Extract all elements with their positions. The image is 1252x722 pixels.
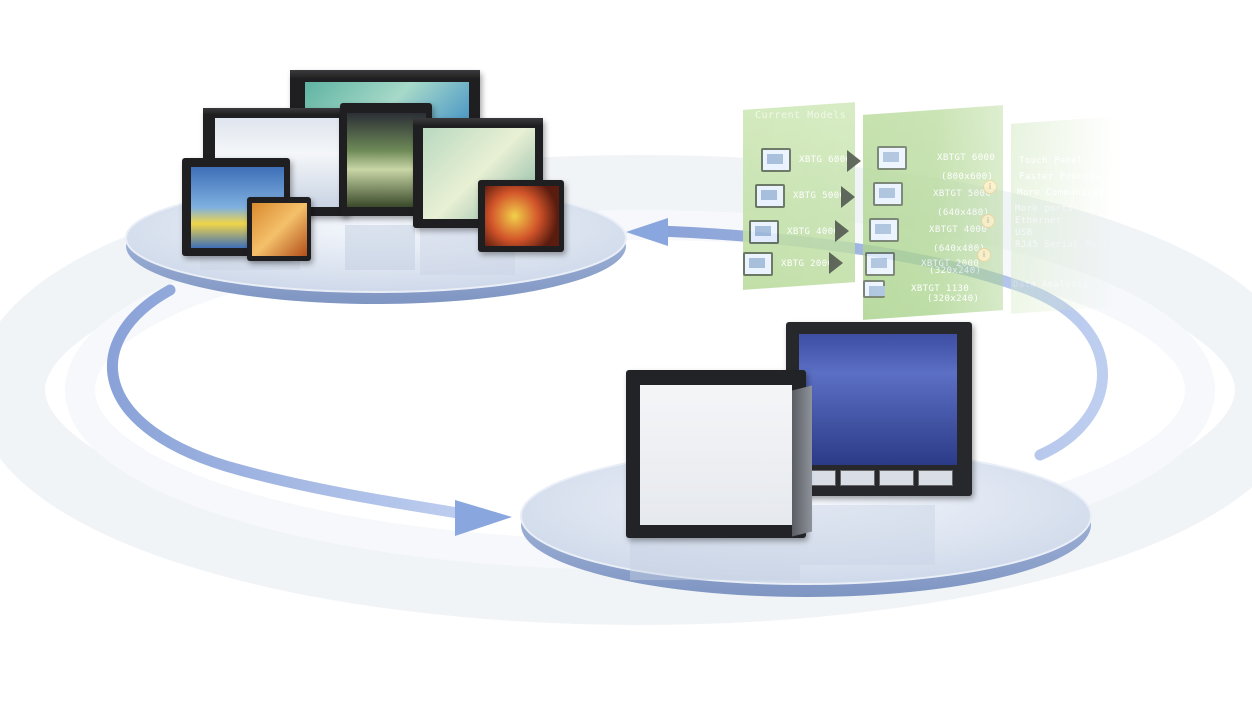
- resolution-label: (320x240): [927, 294, 980, 304]
- info-icon: i: [981, 214, 995, 228]
- panel-thumbnail-icon: [863, 280, 885, 298]
- migration-arrow-icon: [835, 220, 849, 242]
- current-model-row: XBTG 5000: [755, 184, 845, 208]
- resolution-label: (640x480): [933, 244, 986, 254]
- info-icon: i: [983, 180, 997, 194]
- new-model-row: XBTGT 4000: [869, 218, 987, 242]
- migration-table: Current Models XBTG 6000 XBTG 5000 XBTG …: [715, 80, 1121, 320]
- migration-arrow-icon: [841, 186, 855, 208]
- hmi-panel-tiny: [247, 197, 311, 261]
- resolution-label: (800x600): [941, 172, 994, 182]
- resolution-label: (640x480): [937, 208, 990, 218]
- panel-thumbnail-icon: [877, 146, 907, 170]
- panel-thumbnail-icon: [865, 252, 895, 276]
- new-model-row: XBTGT 5000: [873, 182, 991, 206]
- panel-thumbnail-icon: [749, 220, 779, 244]
- panel-thumbnail-icon: [869, 218, 899, 242]
- resolution-label: (320x240): [929, 266, 982, 276]
- info-icon: i: [977, 248, 991, 262]
- hmi-panel-process-graphic: [786, 322, 972, 496]
- panel-thumbnail-icon: [743, 252, 773, 276]
- feature-label: More Communication: [1017, 188, 1122, 198]
- new-model-row: XBTGT 1130: [863, 280, 969, 298]
- panel-thumbnail-icon: [755, 184, 785, 208]
- feature-label: Touch Panel: [1019, 156, 1084, 166]
- feature-label: Data Analysis: [1013, 280, 1089, 290]
- panel-thumbnail-icon: [761, 148, 791, 172]
- softkey-bar: [800, 469, 954, 486]
- hmi-panel-building-view: [626, 370, 806, 538]
- feature-label: Ethernet: [1015, 216, 1062, 226]
- migration-arrow-icon: [829, 252, 843, 274]
- feature-label: USB: [1015, 228, 1033, 238]
- current-model-row: XBTG 4000: [749, 220, 839, 244]
- hmi-panel-side: [792, 385, 812, 537]
- hmi-panel-small-right: [478, 180, 564, 252]
- feature-label: Faster Process: [1019, 172, 1101, 182]
- panel-thumbnail-icon: [873, 182, 903, 206]
- current-models-header: Current Models: [755, 110, 847, 121]
- migration-arrow-icon: [847, 150, 861, 172]
- feature-label: RJ45 Serial Port: [1015, 240, 1109, 250]
- current-model-row: XBTG 6000: [761, 148, 851, 172]
- new-model-row: XBTGT 2000: [865, 252, 979, 276]
- new-model-row: XBTGT 6000: [877, 146, 995, 170]
- current-model-row: XBTG 2000: [743, 252, 833, 276]
- feature-label: More ports:: [1015, 204, 1080, 214]
